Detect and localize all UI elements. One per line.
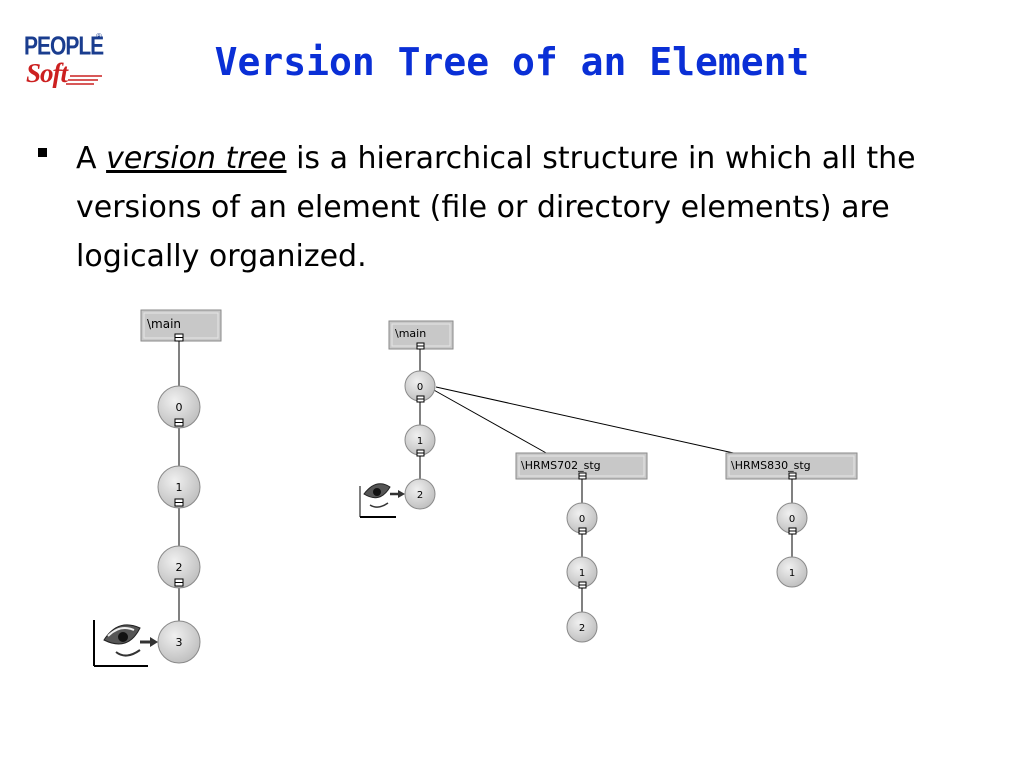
left-version-label: 2 — [176, 561, 183, 574]
left-version-label: 1 — [176, 481, 183, 494]
logo-soft-text: Soft — [26, 58, 68, 88]
left-version-node: 2 — [157, 545, 201, 589]
hrms702-version-label: 0 — [579, 514, 585, 525]
right-main-branch-box: \main — [388, 320, 454, 350]
left-version-label: 3 — [176, 636, 183, 649]
hrms702-version-label: 1 — [579, 568, 585, 579]
hrms830-version-node: 0 — [776, 502, 808, 535]
hrms702-version-node: 0 — [566, 502, 598, 535]
left-version-node: 3 — [157, 620, 201, 664]
bullet-marker-icon — [38, 148, 47, 157]
right-version-node: 1 — [404, 424, 436, 457]
left-version-node: 0 — [157, 385, 201, 429]
bullet-item: A version tree is a hierarchical structu… — [38, 134, 918, 281]
bullet-prefix: A — [76, 141, 97, 176]
left-branch-label: \main — [147, 317, 181, 331]
hrms702-version-node: 1 — [566, 556, 598, 589]
right-version-tree: \main 0 1 2 — [359, 320, 858, 643]
hrms830-branch-label: \HRMS830_stg — [731, 459, 811, 472]
hrms702-branch-label: \HRMS702_stg — [521, 459, 601, 472]
hrms830-version-label: 0 — [789, 514, 795, 525]
left-version-tree: \main 0 1 2 3 — [93, 309, 222, 667]
hrms830-version-label: 1 — [789, 568, 795, 579]
left-version-node: 1 — [157, 465, 201, 509]
bullet-text: A version tree is a hierarchical structu… — [76, 134, 918, 281]
right-version-label: 0 — [417, 382, 423, 393]
logo-people-text: PEOPLE — [24, 32, 104, 61]
right-version-node: 2 — [404, 478, 436, 510]
right-version-label: 1 — [417, 436, 423, 447]
right-version-node: 0 — [404, 370, 436, 403]
logo-stripes-icon — [66, 75, 102, 85]
logo-registered-mark: ® — [96, 32, 102, 41]
right-version-label: 2 — [417, 490, 423, 501]
hrms702-version-label: 2 — [579, 623, 585, 634]
eye-view-icon — [93, 620, 158, 667]
left-version-label: 0 — [176, 401, 183, 414]
hrms702-version-node: 2 — [566, 611, 598, 643]
right-main-branch-label: \main — [395, 327, 426, 340]
hrms830-version-node: 1 — [776, 556, 808, 588]
eye-view-icon — [359, 483, 405, 518]
hrms830-branch-box: \HRMS830_stg — [725, 452, 858, 480]
hrms702-branch-box: \HRMS702_stg — [515, 452, 648, 480]
peoplesoft-logo: PEOPLE ® Soft — [22, 32, 106, 94]
left-branch-box: \main — [140, 309, 222, 342]
slide-title: Version Tree of an Element — [214, 40, 810, 84]
bullet-term: version tree — [106, 141, 287, 176]
bullet-body: is a hierarchical structure in which all… — [76, 141, 916, 274]
